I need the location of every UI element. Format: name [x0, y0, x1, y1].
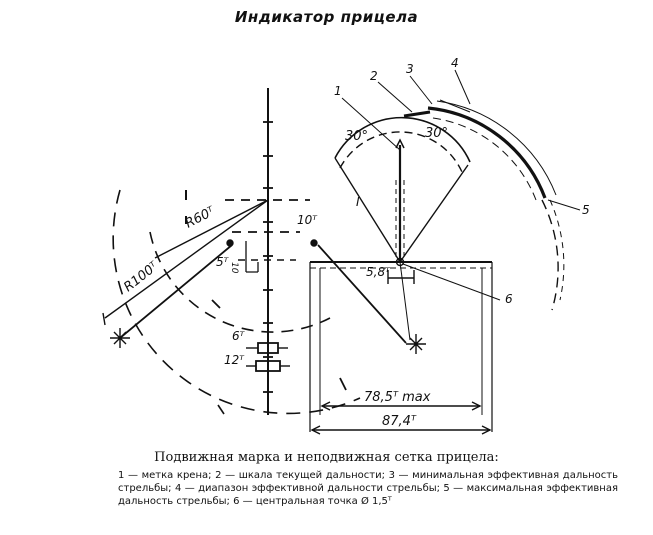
angle-right-label: 30°: [425, 126, 448, 141]
callout-4-label: 4: [451, 56, 459, 70]
dim-87-label: 87,4ᵀ: [382, 414, 417, 429]
callout-1-label: 1: [334, 84, 342, 98]
caption-heading: Подвижная марка и неподвижная сетка приц…: [154, 450, 499, 465]
dim-78-label: 78,5ᵀ max: [364, 390, 431, 405]
ten-small-label: 10: [229, 262, 239, 274]
callout-2-label: 2: [370, 69, 378, 83]
ten-t-label: 10ᵀ: [297, 213, 318, 227]
six-t-label: 6ᵀ: [232, 329, 246, 343]
r60-label: R60ᵀ: [183, 204, 218, 232]
range-frame: [309, 261, 493, 435]
page-title: Индикатор прицела: [234, 8, 419, 26]
range-arcs: [102, 189, 361, 415]
moving-mark: [110, 116, 471, 354]
r100-label: R100ᵀ: [121, 259, 162, 295]
callout-3-label: 3: [406, 62, 414, 76]
callout-6-label: 6: [505, 292, 513, 306]
fixed-reticle: [185, 88, 310, 415]
angle-left-label: 30°: [345, 129, 368, 144]
five-t-label: 5ᵀ: [216, 255, 230, 269]
twelve-t-label: 12ᵀ: [224, 353, 245, 367]
five-eight-t-label: 5,8ᵀ: [366, 265, 391, 279]
callout-leaders: [341, 69, 581, 301]
range-scale: [403, 99, 565, 311]
sight-indicator-diagram: 1 2 3 4 5 6 I 30° 30° R60ᵀ R100ᵀ 10ᵀ 5ᵀ …: [102, 56, 590, 435]
callout-5-label: 5: [582, 203, 590, 217]
caption-text: 1 — метка крена; 2 — шкала текущей дальн…: [118, 470, 618, 507]
roman-one-label: I: [356, 195, 360, 209]
